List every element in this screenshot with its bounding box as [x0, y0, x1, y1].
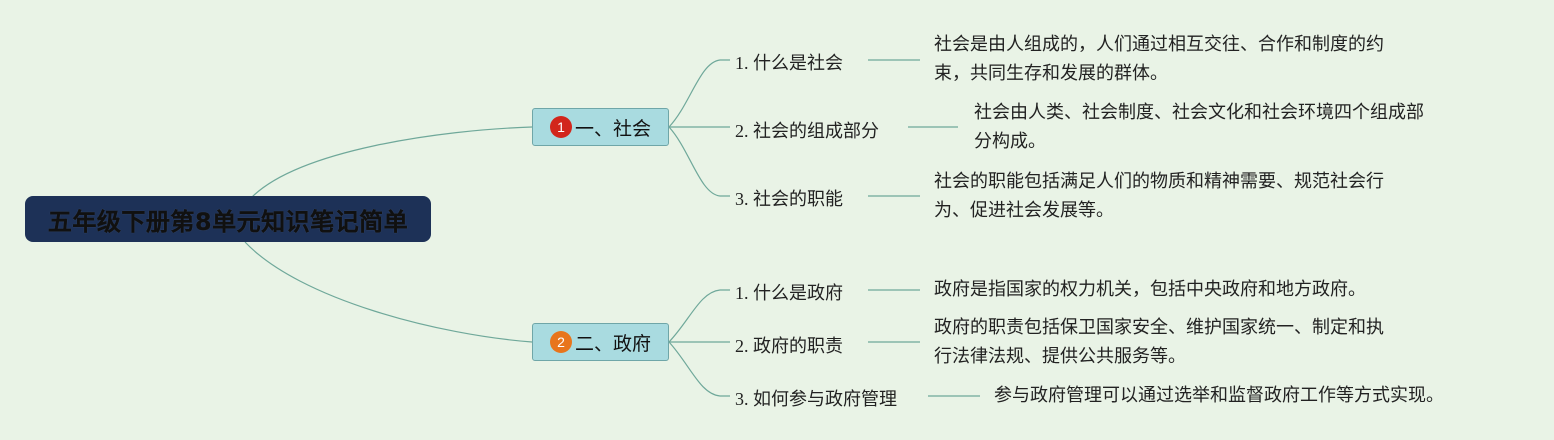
- topic-government-duties[interactable]: 2. 政府的职责: [735, 336, 843, 356]
- branch-node-government[interactable]: 2 二、政府: [532, 323, 669, 361]
- detail-line: 为、促进社会发展等。: [934, 200, 1114, 221]
- connector-root-branch-2: [244, 241, 533, 343]
- detail-participate-government[interactable]: 参与政府管理可以通过选举和监督政府工作等方式实现。: [994, 381, 1444, 410]
- connector-branch1-topic3: [668, 126, 730, 197]
- connector-root-branch-1: [251, 126, 533, 198]
- detail-society-functions[interactable]: 社会的职能包括满足人们的物质和精神需要、规范社会行 为、促进社会发展等。: [934, 167, 1384, 225]
- branch-label: 二、政府: [574, 332, 651, 355]
- detail-line: 政府是指国家的权力机关，包括中央政府和地方政府。: [934, 279, 1366, 300]
- detail-line: 分构成。: [974, 131, 1046, 152]
- detail-line: 政府的职责包括保卫国家安全、维护国家统一、制定和执: [934, 317, 1384, 338]
- connector-branch1-topic1: [668, 59, 730, 128]
- topic-society-functions[interactable]: 3. 社会的职能: [735, 189, 843, 209]
- topic-what-is-society[interactable]: 1. 什么是社会: [735, 53, 843, 73]
- detail-line: 行法律法规、提供公共服务等。: [934, 346, 1186, 367]
- detail-line: 参与政府管理可以通过选举和监督政府工作等方式实现。: [994, 385, 1444, 406]
- topic-what-is-government[interactable]: 1. 什么是政府: [735, 283, 843, 303]
- connector-branch2-topic3: [668, 341, 730, 397]
- detail-line: 社会由人类、社会制度、社会文化和社会环境四个组成部: [974, 102, 1424, 123]
- root-node[interactable]: 五年级下册第8单元知识笔记简单: [25, 196, 431, 242]
- topic-participate-government[interactable]: 3. 如何参与政府管理: [735, 389, 897, 409]
- branch-node-society[interactable]: 1 一、社会: [532, 108, 669, 146]
- detail-line: 社会的职能包括满足人们的物质和精神需要、规范社会行: [934, 171, 1384, 192]
- detail-what-is-society[interactable]: 社会是由人组成的，人们通过相互交往、合作和制度的约 束，共同生存和发展的群体。: [934, 30, 1384, 88]
- detail-line: 束，共同生存和发展的群体。: [934, 63, 1168, 84]
- topic-society-components[interactable]: 2. 社会的组成部分: [735, 121, 879, 141]
- priority-2-badge-icon: 2: [549, 331, 572, 353]
- connector-branch2-topic1: [668, 289, 730, 343]
- detail-government-duties[interactable]: 政府的职责包括保卫国家安全、维护国家统一、制定和执 行法律法规、提供公共服务等。: [934, 313, 1384, 371]
- detail-society-components[interactable]: 社会由人类、社会制度、社会文化和社会环境四个组成部 分构成。: [974, 98, 1424, 156]
- branch-label: 一、社会: [574, 117, 651, 140]
- root-title: 五年级下册第8单元知识笔记简单: [47, 207, 409, 236]
- detail-what-is-government[interactable]: 政府是指国家的权力机关，包括中央政府和地方政府。: [934, 275, 1366, 304]
- priority-1-badge-icon: 1: [549, 116, 572, 138]
- detail-line: 社会是由人组成的，人们通过相互交往、合作和制度的约: [934, 34, 1384, 55]
